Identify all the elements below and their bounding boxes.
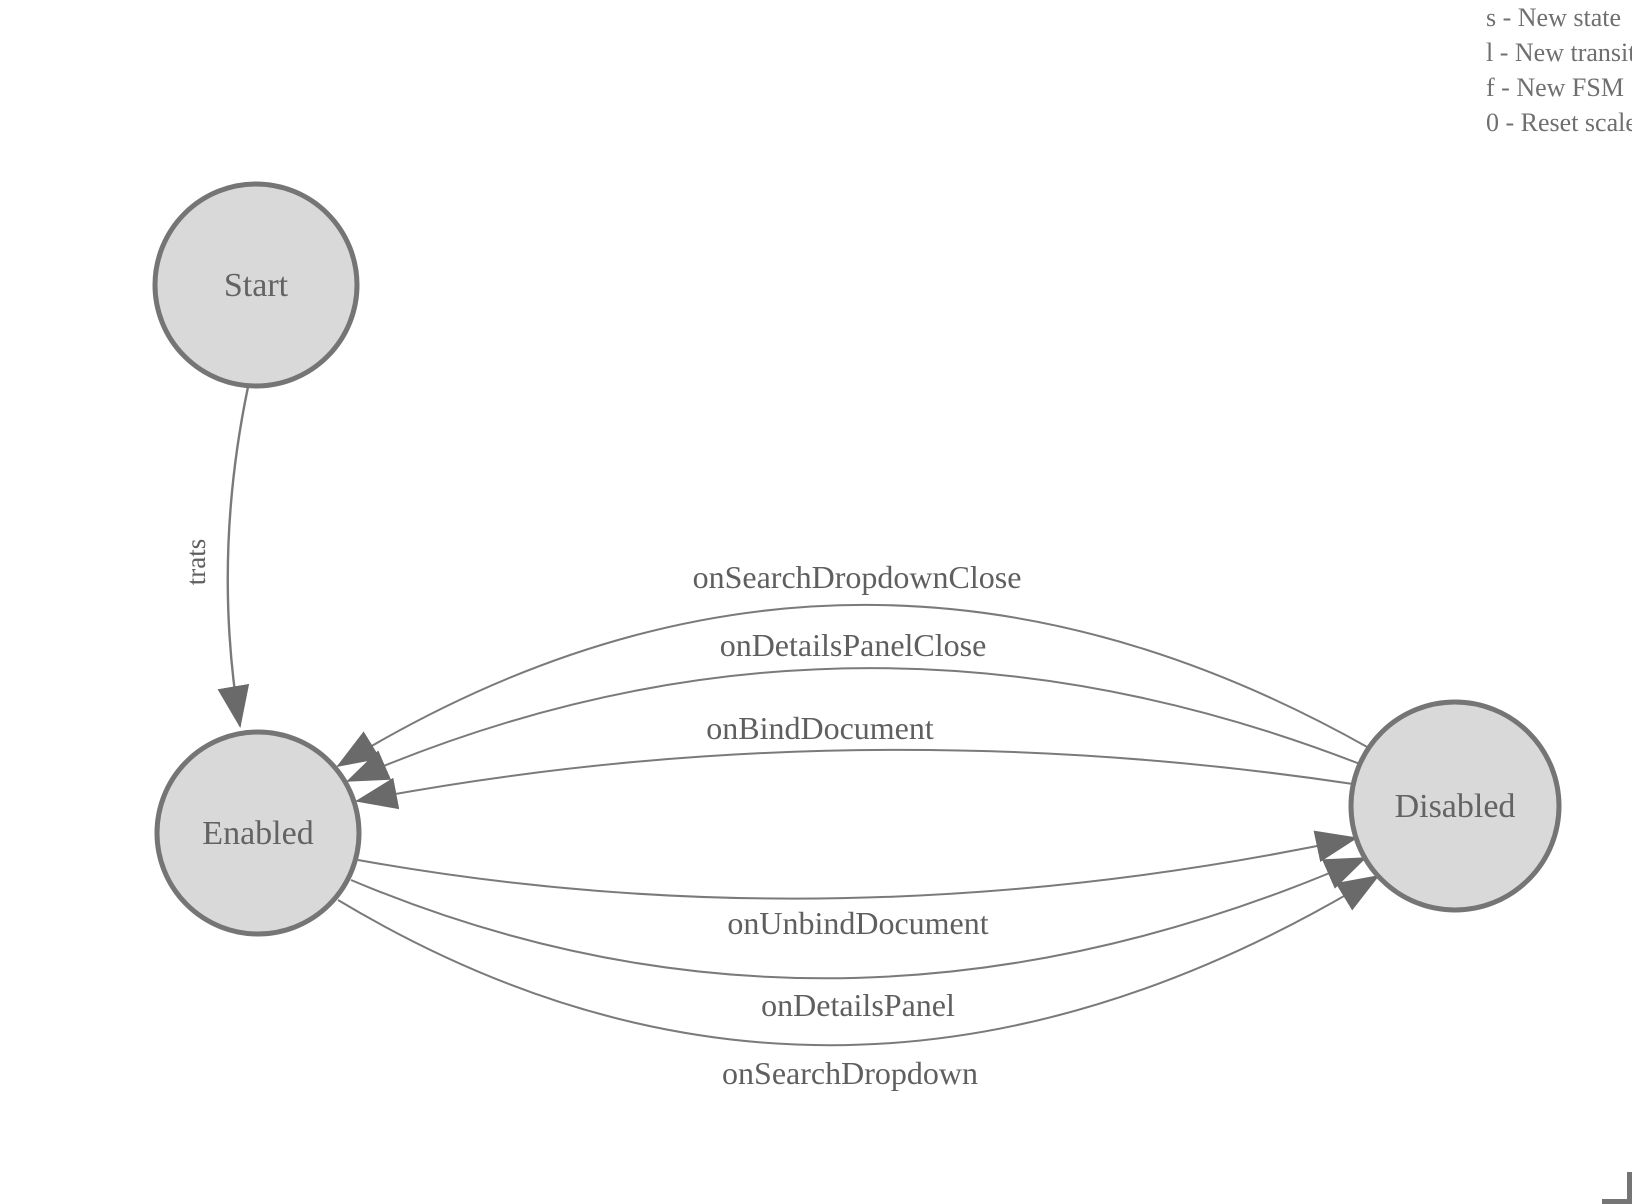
state-label-disabled: Disabled	[1395, 788, 1516, 825]
transition-edge-onSearchDropdownClose[interactable]	[336, 603, 1370, 768]
transition-label-onSearchDropdownClose: onSearchDropdownClose	[693, 559, 1022, 595]
frame-corner	[1602, 1172, 1632, 1204]
transition-label-onSearchDropdown: onSearchDropdown	[722, 1055, 978, 1091]
legend-item: 0 - Reset scale	[1486, 108, 1632, 137]
shortcut-legend: s - New state l - New transition f - New…	[1486, 0, 1632, 140]
state-label-enabled: Enabled	[202, 815, 313, 852]
transition-edge-onSearchDropdown[interactable]	[337, 874, 1380, 1047]
transition-labels: trats onSearchDropdownClose onDetailsPan…	[181, 539, 1021, 1091]
state-node-start: Start	[152, 181, 360, 389]
legend-item: s - New state	[1486, 3, 1622, 32]
transition-edge-onDetailsPanelClose[interactable]	[346, 667, 1361, 782]
legend-item: f - New FSM	[1486, 73, 1624, 102]
state-circle-start[interactable]	[152, 181, 360, 389]
legend-item: l - New transition	[1486, 38, 1632, 67]
transition-edges	[217, 386, 1380, 1047]
transition-edge-onUnbindDocument[interactable]	[357, 830, 1358, 900]
state-label-start: Start	[224, 267, 289, 304]
transition-label-onDetailsPanel: onDetailsPanel	[761, 987, 955, 1023]
transition-edge-onDetailsPanel[interactable]	[350, 857, 1367, 980]
frame-corner-vertical	[1627, 1172, 1632, 1204]
transition-label-start: trats	[181, 539, 211, 586]
transition-label-onDetailsPanelClose: onDetailsPanelClose	[720, 627, 987, 663]
state-circle-enabled[interactable]	[154, 729, 362, 937]
state-circle-disabled[interactable]	[1348, 699, 1562, 913]
frame-corner-horizontal	[1602, 1199, 1632, 1204]
transition-edge-start[interactable]	[217, 386, 250, 728]
state-node-enabled: Enabled	[154, 729, 362, 937]
state-node-disabled: Disabled	[1348, 699, 1562, 913]
transition-label-onUnbindDocument: onUnbindDocument	[727, 905, 988, 941]
transition-label-onBindDocument: onBindDocument	[706, 710, 934, 746]
transition-edge-onBindDocument[interactable]	[355, 748, 1354, 810]
